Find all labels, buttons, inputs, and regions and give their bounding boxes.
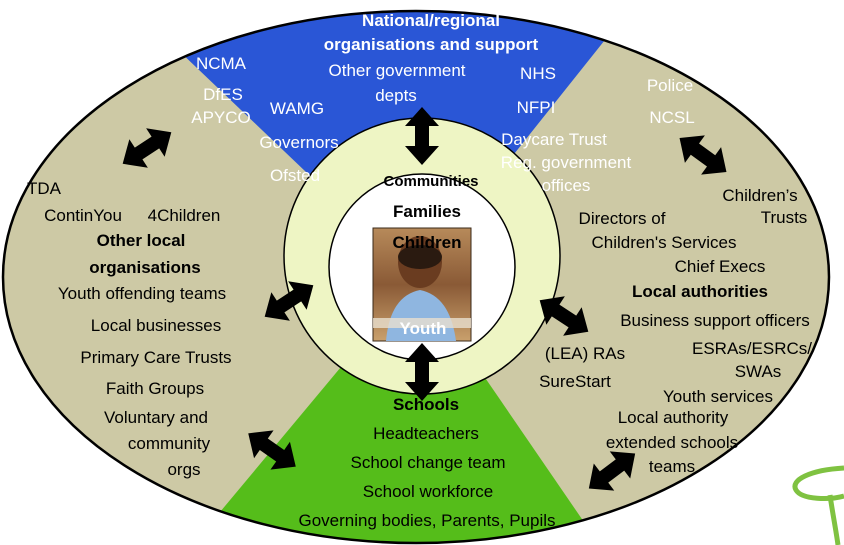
national-title: organisations and support bbox=[323, 35, 539, 54]
org-label: Ofsted bbox=[269, 166, 321, 185]
org-label: APYCO bbox=[191, 108, 251, 127]
families-label: Families bbox=[392, 202, 462, 221]
org-label: SureStart bbox=[539, 372, 611, 391]
org-label: community bbox=[127, 434, 211, 453]
other-local-title: organisations bbox=[89, 258, 201, 277]
org-label: Headteachers bbox=[373, 424, 479, 443]
org-label: depts bbox=[375, 86, 417, 105]
org-label: TDA bbox=[27, 179, 61, 198]
org-label: Trusts bbox=[760, 208, 808, 227]
org-label: DfES bbox=[203, 85, 243, 104]
org-label: Primary Care Trusts bbox=[80, 348, 232, 367]
org-label: NFPI bbox=[516, 98, 556, 117]
swirl-logo-icon bbox=[792, 465, 844, 545]
national-title: National/regional bbox=[362, 11, 500, 30]
org-label: Daycare Trust bbox=[501, 130, 607, 149]
org-label: Reg. government bbox=[500, 153, 632, 172]
child-photo-icon bbox=[372, 227, 472, 342]
org-label: Governors bbox=[259, 133, 339, 152]
org-label: offices bbox=[541, 176, 591, 195]
local-authorities-title: Local authorities bbox=[631, 282, 769, 301]
org-label: orgs bbox=[167, 460, 201, 479]
children-label: Children bbox=[392, 233, 462, 252]
org-label: WAMG bbox=[269, 99, 325, 118]
org-label: Youth offending teams bbox=[57, 284, 227, 303]
org-label: Local businesses bbox=[90, 316, 222, 335]
org-label: Governing bodies, Parents, Pupils bbox=[298, 511, 556, 530]
schools-segment bbox=[180, 277, 610, 543]
schools-title: Schools bbox=[392, 395, 460, 414]
org-label: teams bbox=[648, 457, 696, 476]
org-label: Children’s bbox=[722, 186, 798, 205]
org-label: Other government bbox=[328, 61, 466, 80]
org-label: (LEA) RAs bbox=[544, 344, 626, 363]
org-label: Children's Services bbox=[591, 233, 737, 252]
org-label: NHS bbox=[520, 64, 556, 83]
org-label: School workforce bbox=[362, 482, 494, 501]
org-label: Directors of bbox=[578, 209, 666, 228]
org-label: NCSL bbox=[649, 108, 695, 127]
org-label: 4Children bbox=[147, 206, 221, 225]
org-label: ContinYou bbox=[44, 206, 122, 225]
other-local-title: Other local bbox=[96, 231, 186, 250]
org-label: NCMA bbox=[195, 54, 247, 73]
org-label: Police bbox=[646, 76, 694, 95]
outer-ellipse bbox=[1, 9, 831, 545]
org-label: Local authority bbox=[617, 408, 729, 427]
org-label: SWAs bbox=[734, 362, 782, 381]
communities-label: Communities bbox=[383, 173, 479, 190]
org-label: Faith Groups bbox=[105, 379, 205, 398]
org-label: Youth services bbox=[663, 387, 773, 406]
org-label: ESRAs/ESRCs/ bbox=[692, 339, 812, 358]
org-label: Business support officers bbox=[620, 311, 810, 330]
org-label: School change team bbox=[350, 453, 506, 472]
youth-label: Youth bbox=[399, 319, 447, 338]
org-label: Voluntary and bbox=[104, 408, 208, 427]
org-label: Chief Execs bbox=[674, 257, 766, 276]
org-label: extended schools bbox=[605, 433, 739, 452]
